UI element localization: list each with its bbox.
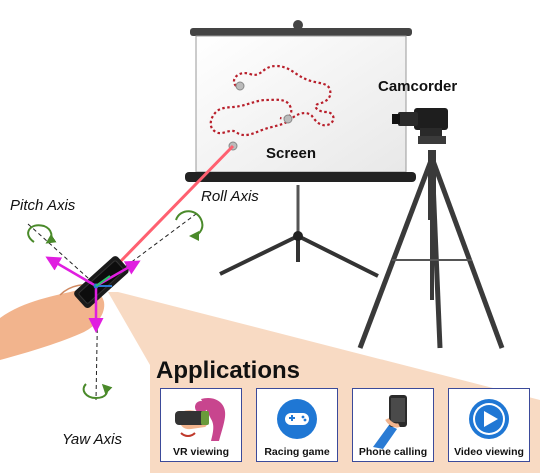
app-label-video-viewing: Video viewing <box>454 446 524 458</box>
app-card-phone-calling: Phone calling <box>352 388 434 462</box>
pitch-axis-label: Pitch Axis <box>10 197 76 214</box>
phone-icon <box>373 395 407 449</box>
yaw-axis-label: Yaw Axis <box>62 431 123 448</box>
app-label-racing-game: Racing game <box>264 446 330 458</box>
vr-headset-icon <box>175 397 226 441</box>
app-card-video-viewing: Video viewing <box>448 388 530 462</box>
app-card-vr-viewing: VR viewing <box>160 388 242 462</box>
camcorder-label: Camcorder <box>378 78 458 95</box>
pointer-trace <box>209 64 335 137</box>
yaw-rotation-arrow <box>82 383 113 400</box>
camcorder-icon <box>392 108 448 144</box>
roll-axis-label: Roll Axis <box>201 188 259 205</box>
roll-rotation-arrow <box>175 210 204 241</box>
play-icon <box>469 399 509 439</box>
screen-label: Screen <box>266 145 317 162</box>
camcorder-tripod <box>357 150 505 349</box>
app-label-phone-calling: Phone calling <box>358 446 428 458</box>
pitch-rotation-arrow <box>27 224 57 244</box>
laser-beam <box>118 144 235 264</box>
screen-stand <box>219 185 379 278</box>
applications-title: Applications <box>156 357 301 384</box>
app-label-vr-viewing: VR viewing <box>172 446 229 458</box>
app-card-racing-game: Racing game <box>256 388 338 462</box>
gamepad-icon <box>277 399 317 439</box>
